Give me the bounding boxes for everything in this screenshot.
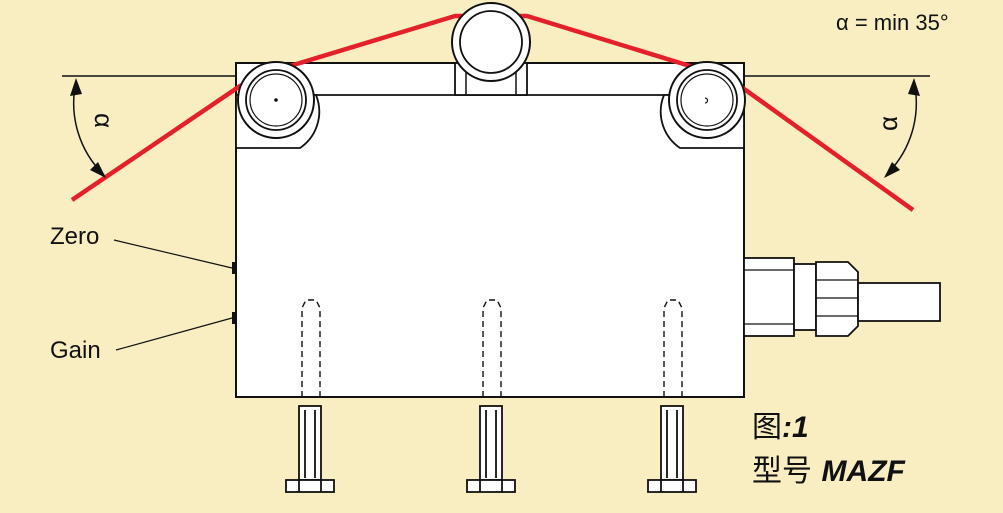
left-angle-arrow — [70, 78, 106, 178]
gain-leader — [115, 317, 233, 351]
model-prefix: 型号 — [752, 454, 812, 489]
figure-number-value: :1 — [782, 411, 809, 444]
model-name: MAZF — [821, 455, 905, 488]
gain-label: Gain — [50, 337, 101, 364]
left-alpha-symbol: α — [89, 113, 119, 128]
right-angle-arrow — [884, 78, 920, 178]
figure-prefix: 图 — [752, 410, 782, 445]
cable-connector — [743, 257, 941, 337]
center-roller — [451, 2, 531, 82]
model-caption: 型号 MAZF — [752, 446, 905, 490]
left-roller — [237, 61, 315, 139]
gain-trimmer — [232, 312, 236, 324]
angle-note: α = min 35° — [836, 10, 949, 35]
zero-trimmer — [232, 262, 236, 274]
mounting-bolts — [285, 405, 697, 493]
right-alpha-symbol: α — [873, 116, 903, 131]
zero-label: Zero — [50, 223, 99, 250]
zero-leader — [113, 239, 233, 269]
hidden-holes — [301, 299, 683, 397]
figure-number: 图:1 — [752, 402, 809, 446]
right-roller — [668, 61, 746, 139]
